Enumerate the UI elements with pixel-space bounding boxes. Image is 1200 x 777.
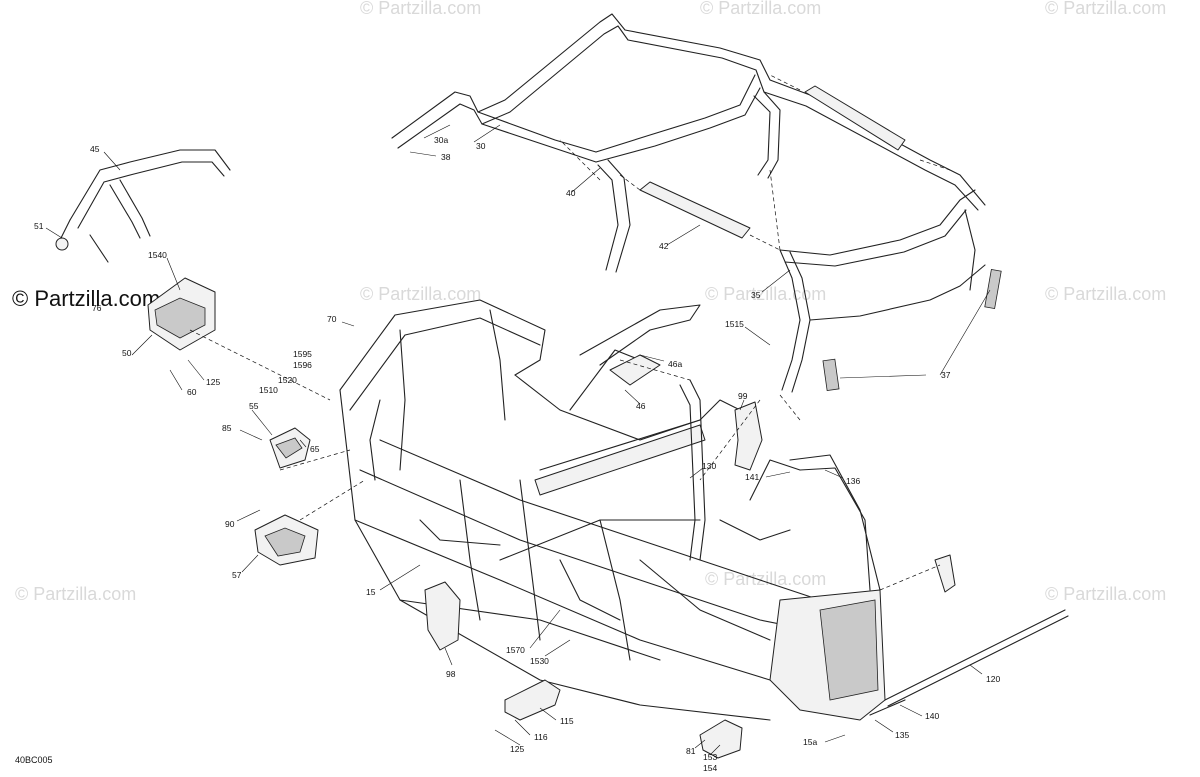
watermark: © Partzilla.com (705, 569, 826, 589)
label-15: 15 (366, 587, 376, 597)
roll-cage (391, 13, 1002, 393)
label-1510: 1510 (259, 385, 278, 395)
main-frame (339, 299, 886, 721)
label-45: 45 (90, 144, 100, 154)
watermark-layer: © Partzilla.com © Partzilla.com © Partzi… (12, 0, 1166, 604)
mount-55 (269, 427, 311, 469)
mount-57 (254, 514, 319, 566)
label-65: 65 (310, 444, 320, 454)
bracket-right (934, 554, 956, 593)
label-15a: 15a (803, 737, 817, 747)
label-30: 30 (476, 141, 486, 151)
label-85: 85 (222, 423, 232, 433)
label-37: 37 (941, 370, 951, 380)
bracket-46 (569, 304, 701, 411)
bracket-50 (147, 277, 216, 351)
bar-120-135 (869, 609, 1069, 716)
label-57: 57 (232, 570, 242, 580)
label-98: 98 (446, 669, 456, 679)
watermark: © Partzilla.com (360, 284, 481, 304)
label-38: 38 (441, 152, 451, 162)
label-81: 81 (686, 746, 696, 756)
label-90: 90 (225, 519, 235, 529)
label-40: 40 (566, 188, 576, 198)
label-1540: 1540 (148, 250, 167, 260)
label-153: 153 (703, 752, 717, 762)
label-76: 76 (92, 303, 102, 313)
label-55: 55 (249, 401, 259, 411)
leader-lines (45, 124, 991, 756)
watermark: © Partzilla.com (360, 0, 481, 18)
label-51: 51 (34, 221, 44, 231)
bracket-98 (424, 581, 461, 651)
label-136: 136 (846, 476, 860, 486)
label-60: 60 (187, 387, 197, 397)
label-115: 115 (560, 716, 574, 726)
dashed-lines (189, 74, 951, 591)
label-1530: 1530 (530, 656, 549, 666)
label-42: 42 (659, 241, 669, 251)
label-1515: 1515 (725, 319, 744, 329)
grab-bar-assembly (55, 149, 231, 263)
label-46: 46 (636, 401, 646, 411)
label-46a: 46a (668, 359, 682, 369)
label-30a: 30a (434, 135, 448, 145)
watermark: © Partzilla.com (705, 284, 826, 304)
label-1520: 1520 (278, 375, 297, 385)
label-1595: 1595 (293, 349, 312, 359)
label-140: 140 (925, 711, 939, 721)
label-125: 125 (206, 377, 220, 387)
label-99: 99 (738, 391, 748, 401)
label-1596: 1596 (293, 360, 312, 370)
label-116: 116 (534, 732, 548, 742)
label-35: 35 (751, 290, 761, 300)
watermark: © Partzilla.com (1045, 584, 1166, 604)
label-130: 130 (702, 461, 716, 471)
label-120: 120 (986, 674, 1000, 684)
label-135: 135 (895, 730, 909, 740)
watermark: © Partzilla.com (1045, 0, 1166, 18)
label-141: 141 (745, 472, 759, 482)
brand-watermark: © Partzilla.com (12, 286, 160, 311)
bracket-81 (699, 719, 743, 759)
figure-code: 40BC005 (15, 755, 53, 765)
part-labels: 45 51 1540 76 50 125 60 70 1595 1596 151… (34, 135, 1000, 773)
bracket-99 (734, 401, 763, 471)
watermark: © Partzilla.com (1045, 284, 1166, 304)
label-125b: 125 (510, 744, 524, 754)
label-50: 50 (122, 348, 132, 358)
label-154: 154 (703, 763, 717, 773)
bracket-115 (504, 679, 561, 721)
label-1570: 1570 (506, 645, 525, 655)
label-70: 70 (327, 314, 337, 324)
watermark: © Partzilla.com (700, 0, 821, 18)
watermark: © Partzilla.com (15, 584, 136, 604)
